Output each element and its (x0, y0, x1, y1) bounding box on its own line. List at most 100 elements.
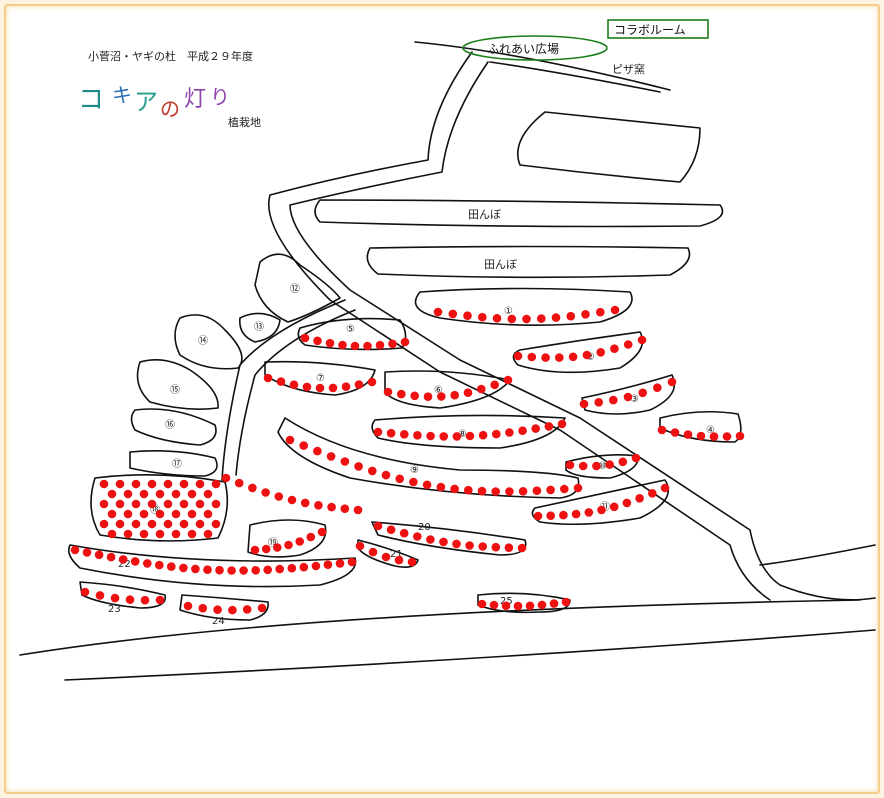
plot-5-label: ⑤ (346, 324, 355, 335)
planting-dot (263, 373, 273, 383)
plot-14-label: ⑭ (198, 335, 208, 347)
planting-dot (426, 431, 435, 441)
paddy-1-outline (314, 199, 724, 228)
planting-dot (407, 557, 417, 567)
planting-dot (722, 432, 732, 441)
planting-dot (299, 441, 309, 450)
planting-dot (107, 529, 117, 539)
planting-dot (373, 427, 383, 437)
block-top-right (516, 111, 701, 183)
plot-22-outline (67, 544, 357, 588)
plot-3-outline (581, 374, 676, 415)
planting-dot (477, 599, 487, 609)
planting-dot (183, 601, 193, 611)
title-char-3: ア (134, 88, 158, 116)
planting-dot (171, 529, 181, 539)
planting-dot (518, 487, 528, 496)
planting-dot (211, 499, 221, 509)
planting-dot (287, 495, 297, 505)
planting-dot (195, 479, 205, 489)
planting-dot (107, 509, 117, 519)
planting-dot (571, 509, 581, 519)
planting-dot (491, 487, 501, 496)
planting-dot (228, 605, 237, 615)
planting-dot (163, 479, 173, 489)
plot-10-label: ⑩ (598, 461, 607, 472)
plot-18-label: ⑱ (150, 504, 160, 516)
planting-dot (363, 341, 372, 351)
planting-dot (273, 543, 282, 552)
plot-labels: ① ② ③ ④ ⑤ ⑥ ⑦ ⑧ ⑨ ⑩ ⑪ ⑫ ⑬ ⑭ ⑮ ⑯ ⑰ ⑱ ⑲ 20… (108, 283, 715, 627)
plot-2-outline (512, 331, 644, 374)
plot-11-label: ⑪ (600, 501, 610, 513)
planting-dot (609, 502, 619, 512)
planting-dot (171, 489, 181, 499)
planting-dot (106, 552, 116, 562)
plot-13-label: ⑬ (254, 321, 264, 333)
planting-dot (565, 460, 575, 470)
planting-dot (234, 478, 244, 488)
plot-25-outline (477, 592, 571, 614)
planting-dot (306, 532, 316, 542)
planting-dot (99, 519, 109, 529)
planting-dot (422, 480, 432, 490)
boundary-bottom2 (64, 629, 876, 681)
plot-23-label: 23 (108, 604, 121, 615)
planting-dot (465, 431, 475, 441)
plot-8-label: ⑧ (458, 429, 467, 440)
planting-dot (465, 541, 474, 550)
planting-dot (653, 383, 662, 393)
planting-dot (275, 564, 285, 574)
planting-dot (463, 388, 473, 398)
planting-dot (537, 600, 547, 610)
planting-dot (660, 483, 670, 493)
planting-dot (239, 566, 248, 575)
planting-dot (315, 383, 325, 393)
planting-dot (410, 391, 420, 401)
planting-dot (623, 392, 633, 402)
road-right-branch (759, 544, 876, 566)
planting-dot (436, 482, 446, 492)
planting-dot (139, 529, 149, 539)
planting-dot (709, 432, 719, 441)
planting-dot (450, 484, 459, 494)
title-suffix: 植栽地 (228, 115, 261, 129)
planting-dot (477, 486, 487, 496)
planting-dot (478, 430, 488, 440)
planting-dot (561, 597, 571, 607)
planting-dot (323, 560, 333, 569)
plot-23-outline (79, 581, 167, 609)
planting-dot (657, 425, 667, 435)
planting-dot (289, 380, 299, 390)
planting-dot (532, 486, 542, 496)
planting-dot (531, 424, 540, 433)
planting-dot (505, 487, 514, 496)
planting-dot (501, 601, 511, 611)
planting-dot (423, 392, 433, 402)
planting-dot (426, 535, 435, 544)
plot-8-outline (371, 414, 566, 449)
planting-dot (388, 339, 397, 349)
planting-dot (203, 565, 212, 574)
planting-dot (368, 466, 377, 476)
planting-dot (99, 479, 109, 489)
planting-dot (248, 483, 257, 493)
planting-dot (386, 428, 396, 438)
room-label: コラボルーム (614, 23, 686, 37)
plot-9-label: ⑨ (410, 465, 419, 476)
planting-dot (179, 479, 189, 489)
plot-3-label: ③ (630, 394, 639, 405)
plot-15-label: ⑮ (170, 384, 180, 396)
paddy-2-outline (366, 245, 691, 279)
plot-19-outline (247, 519, 327, 558)
planting-dot (143, 559, 152, 568)
plot-12-label: ⑫ (290, 283, 300, 295)
planting-dot (592, 461, 601, 471)
plot-15-outline (136, 359, 219, 410)
planting-dot (610, 305, 620, 315)
plot-17-outline (129, 450, 218, 477)
planting-dot (179, 499, 189, 509)
planting-dot (400, 337, 410, 347)
planting-dot (522, 314, 531, 324)
planting-dot (284, 540, 293, 550)
